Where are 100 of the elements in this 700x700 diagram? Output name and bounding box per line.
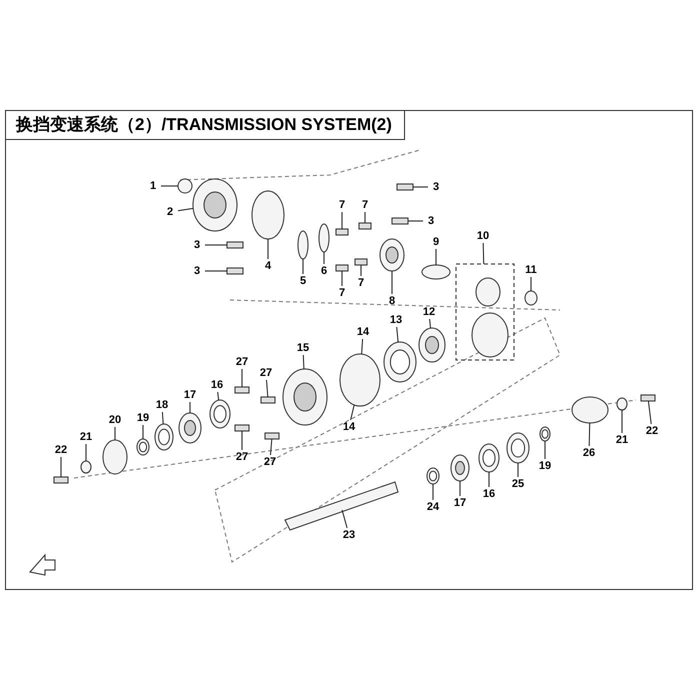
leader-line bbox=[266, 380, 268, 398]
callout-number: 9 bbox=[428, 235, 444, 249]
callout-number: 19 bbox=[135, 411, 151, 425]
callout-number: 20 bbox=[107, 413, 123, 427]
leader-line bbox=[588, 422, 590, 446]
callout-number: 6 bbox=[316, 264, 332, 278]
leader-line bbox=[162, 412, 164, 425]
bearing-drawing bbox=[450, 454, 470, 482]
callout-number: 16 bbox=[209, 378, 225, 392]
callout-number: 8 bbox=[384, 294, 400, 308]
callout-number: 5 bbox=[295, 274, 311, 288]
o-ring-drawing bbox=[136, 438, 150, 456]
leader-line bbox=[396, 326, 399, 343]
leader-line bbox=[142, 424, 144, 440]
diagram-title: 换挡变速系统（2）/TRANSMISSION SYSTEM(2) bbox=[5, 110, 405, 140]
leader-line bbox=[350, 404, 355, 420]
callout-number: 12 bbox=[421, 305, 437, 319]
seal-drawing bbox=[210, 400, 230, 428]
leader-line bbox=[342, 510, 348, 528]
bolt-drawing bbox=[336, 228, 348, 236]
o-ring-drawing bbox=[540, 426, 550, 442]
callout-number: 7 bbox=[353, 276, 369, 290]
o-ring-drawing bbox=[384, 342, 416, 382]
callout-number: 3 bbox=[189, 264, 205, 278]
bolt-drawing bbox=[226, 268, 244, 274]
leader-line bbox=[429, 318, 431, 329]
callout-number: 10 bbox=[475, 229, 491, 243]
plate-drawing bbox=[318, 224, 330, 252]
nut-drawing bbox=[524, 290, 538, 306]
hub-drawing bbox=[282, 368, 328, 426]
leader-line bbox=[364, 212, 366, 224]
o-ring-drawing bbox=[426, 468, 440, 484]
callout-number: 17 bbox=[182, 388, 198, 402]
bolt-drawing bbox=[260, 396, 276, 404]
gear-set-drawing bbox=[456, 264, 514, 360]
callout-number: 3 bbox=[428, 180, 444, 194]
callout-number: 22 bbox=[53, 443, 69, 457]
leader-line bbox=[302, 354, 304, 370]
callout-number: 26 bbox=[581, 446, 597, 460]
leader-line bbox=[432, 484, 434, 500]
callout-number: 27 bbox=[258, 366, 274, 380]
callout-number: 27 bbox=[234, 355, 250, 369]
leader-line bbox=[361, 338, 364, 355]
callout-number: 17 bbox=[452, 496, 468, 510]
callout-number: 3 bbox=[189, 238, 205, 252]
gear-drawing bbox=[192, 178, 238, 232]
shaft-drawing bbox=[284, 481, 399, 531]
bolt-drawing bbox=[640, 394, 656, 402]
callout-number: 7 bbox=[334, 198, 350, 212]
callout-number: 15 bbox=[295, 341, 311, 355]
leader-line bbox=[178, 208, 194, 212]
bolt-drawing bbox=[234, 424, 250, 432]
leader-line bbox=[648, 400, 652, 424]
sleeve-drawing bbox=[572, 396, 608, 424]
callout-number: 2 bbox=[162, 205, 178, 219]
callout-number: 22 bbox=[644, 424, 660, 438]
gasket-drawing bbox=[340, 354, 380, 406]
callout-number: 21 bbox=[78, 430, 94, 444]
callout-number: 19 bbox=[537, 459, 553, 473]
leader-line bbox=[204, 270, 228, 272]
leader-line bbox=[270, 438, 272, 456]
callout-number: 24 bbox=[425, 500, 441, 514]
seal-drawing bbox=[154, 424, 174, 450]
bolt-drawing bbox=[396, 184, 414, 190]
leader-line bbox=[408, 220, 424, 222]
washer-drawing bbox=[506, 432, 530, 464]
flange-drawing bbox=[102, 440, 128, 474]
callout-number: 25 bbox=[510, 477, 526, 491]
callout-number: 16 bbox=[481, 487, 497, 501]
leader-line bbox=[217, 392, 220, 401]
leader-line bbox=[482, 242, 484, 264]
callout-number: 27 bbox=[262, 455, 278, 469]
callout-number: 3 bbox=[423, 214, 439, 228]
shaft-drawing bbox=[422, 264, 450, 280]
bolt-drawing bbox=[234, 386, 250, 394]
bolt-drawing bbox=[264, 432, 280, 440]
leader-line bbox=[530, 276, 532, 292]
washer-drawing bbox=[616, 398, 628, 410]
callout-number: 18 bbox=[154, 398, 170, 412]
leader-line bbox=[412, 186, 428, 188]
leader-line bbox=[114, 426, 116, 440]
leader-line bbox=[488, 472, 490, 488]
callout-number: 27 bbox=[234, 450, 250, 464]
leader-line bbox=[360, 264, 362, 276]
leader-line bbox=[302, 258, 304, 274]
callout-number: 14 bbox=[355, 325, 371, 339]
callout-number: 23 bbox=[341, 528, 357, 542]
callout-number: 7 bbox=[334, 286, 350, 300]
bolt-drawing bbox=[226, 242, 244, 248]
housing-drawing bbox=[252, 190, 284, 240]
bolt-drawing bbox=[54, 476, 68, 484]
washer-drawing bbox=[80, 460, 92, 474]
seal-drawing bbox=[478, 444, 500, 472]
callout-number: 7 bbox=[357, 198, 373, 212]
bolt-drawing bbox=[392, 218, 408, 224]
bolt-drawing bbox=[358, 222, 372, 230]
leader-line bbox=[204, 244, 228, 246]
leader-line bbox=[60, 456, 62, 478]
callout-number: 11 bbox=[523, 263, 539, 277]
leader-line bbox=[544, 440, 546, 460]
